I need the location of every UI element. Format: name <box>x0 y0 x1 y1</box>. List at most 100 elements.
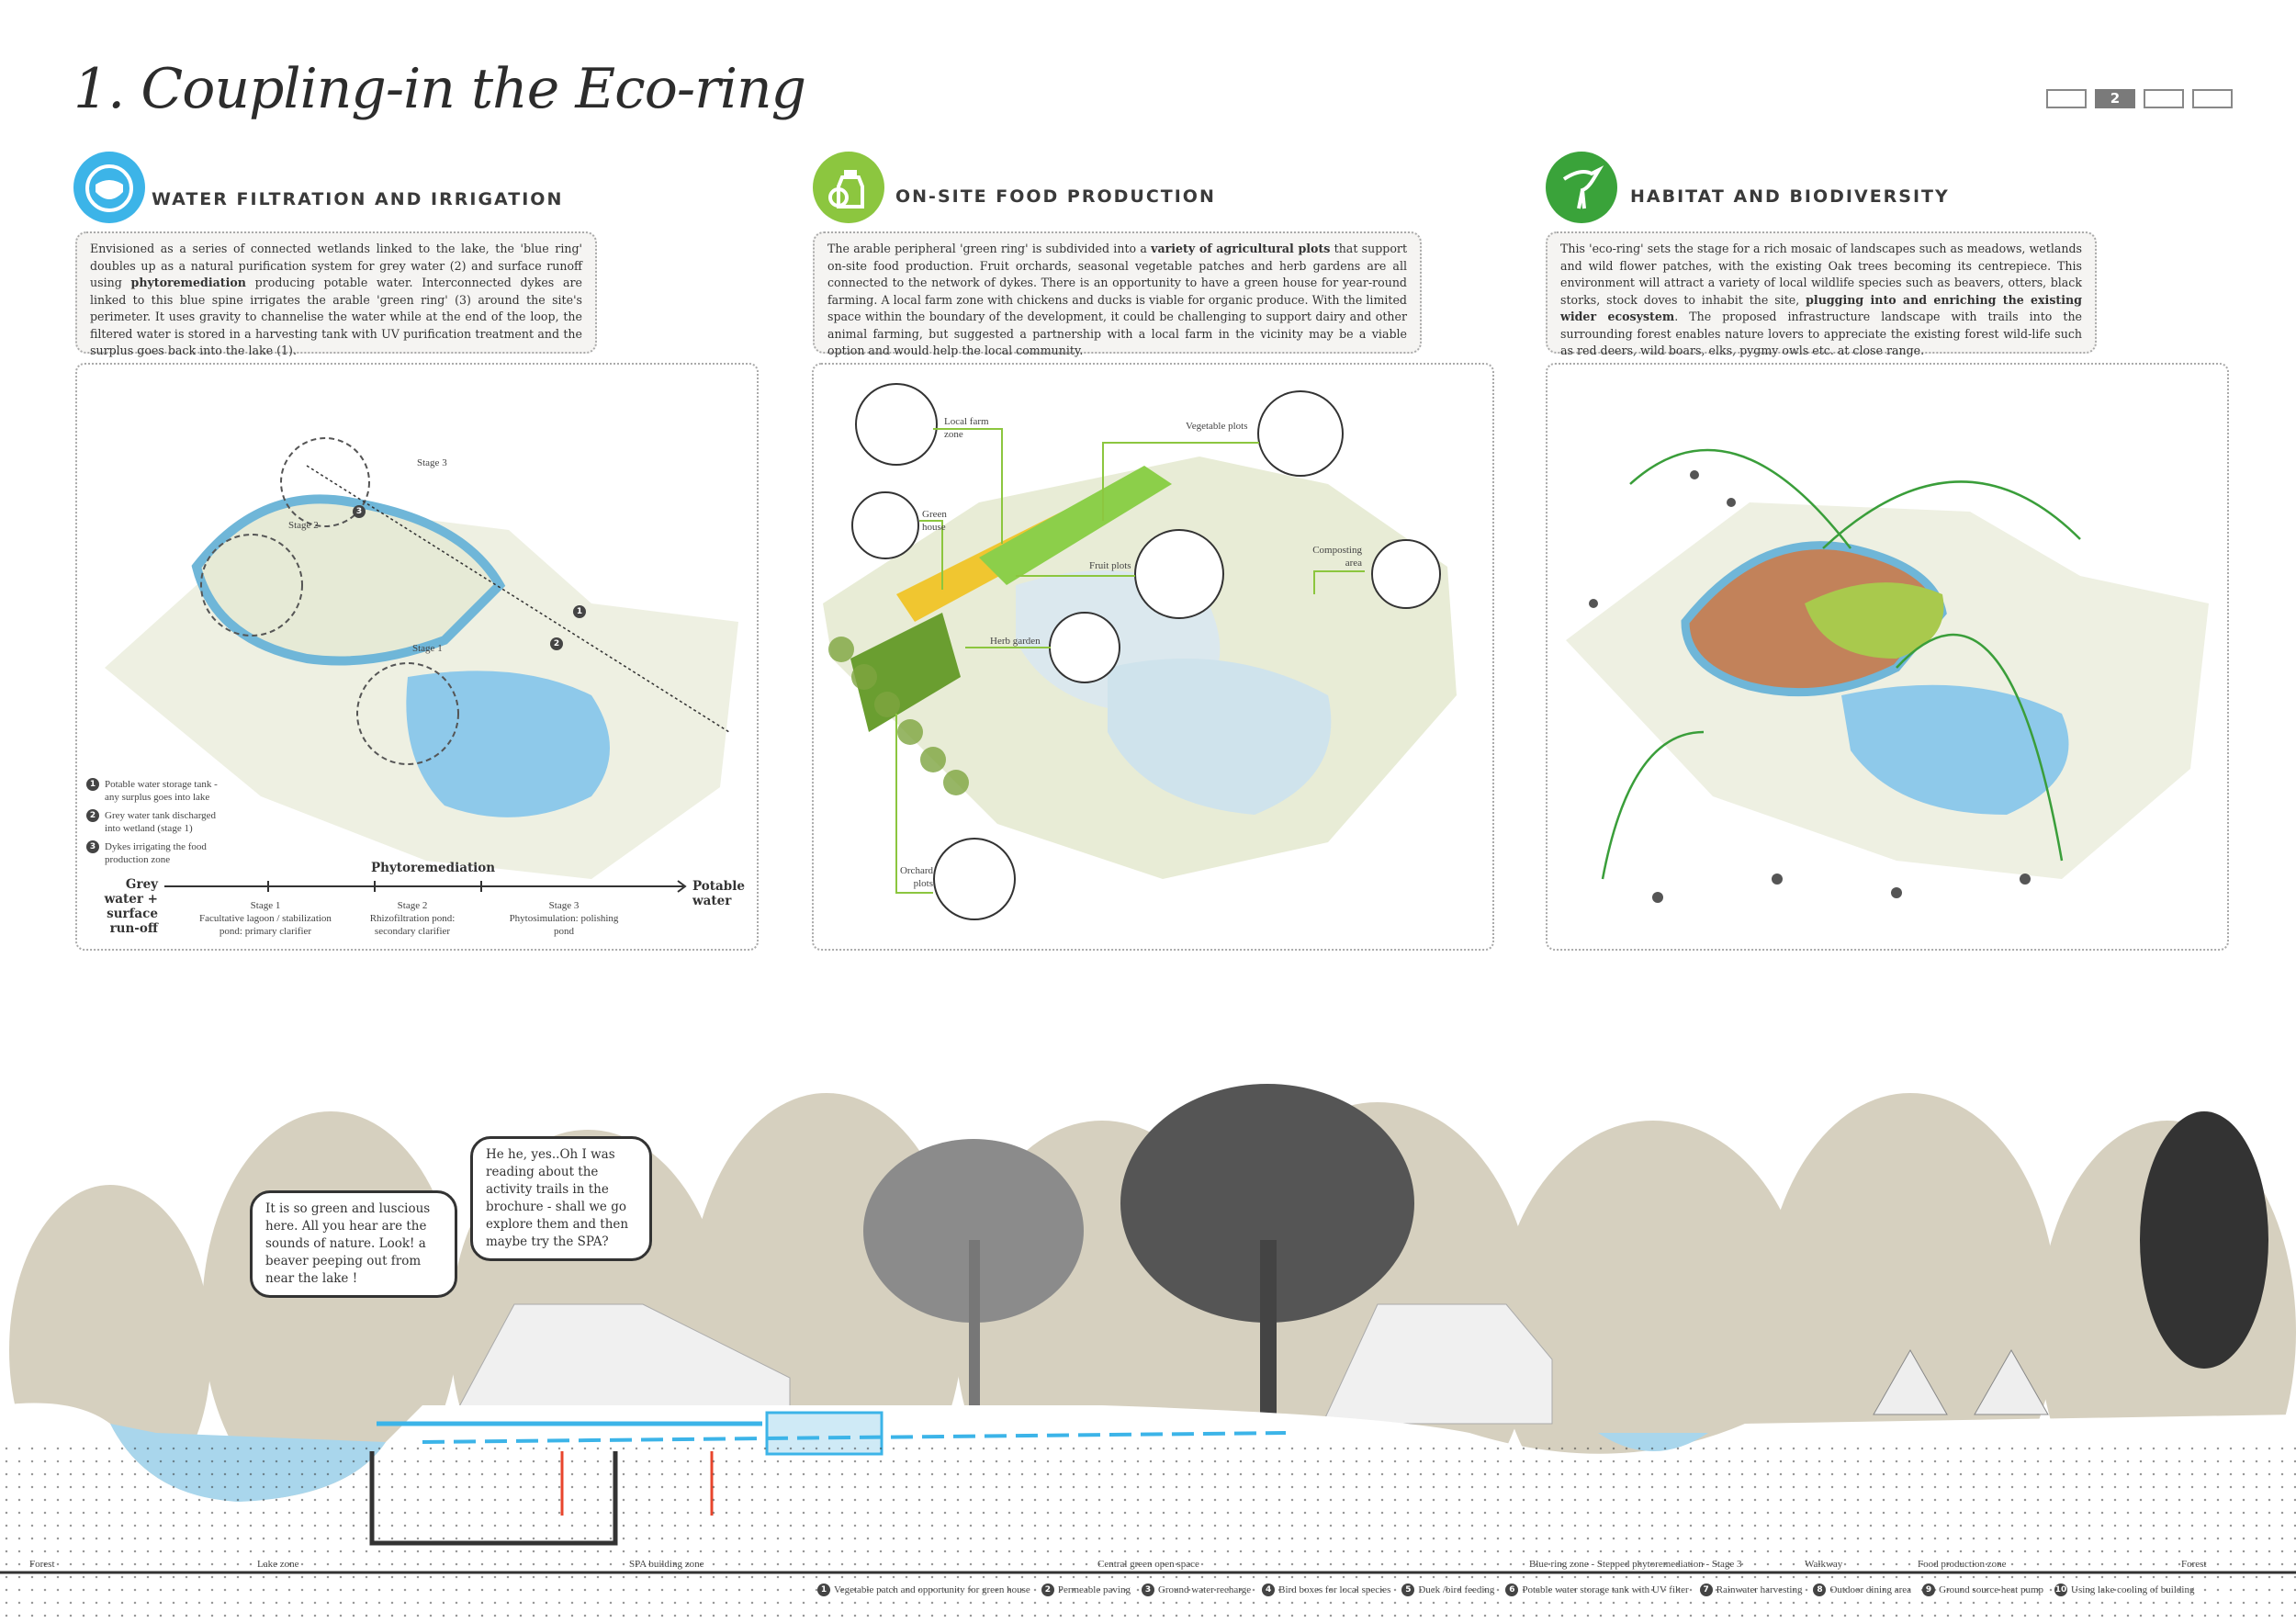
text: This 'eco-ring' sets the stage for a ric… <box>1560 242 2082 307</box>
legend-number: 1 <box>817 1584 830 1596</box>
stork-icon <box>1546 152 1617 223</box>
zone-label: Lake zone <box>257 1559 299 1570</box>
habitat-site-plan-illustration <box>1566 448 2209 903</box>
legend-number: 7 <box>1699 1584 1713 1596</box>
page-4-button[interactable] <box>2192 89 2233 108</box>
speech-bubble-1: It is so green and luscious here. All yo… <box>250 1190 457 1298</box>
legend-text: Potable water storage tank - any surplus… <box>105 779 218 803</box>
zone-label: Food production zone <box>1918 1559 2007 1570</box>
legend-number: 9 <box>1922 1584 1936 1596</box>
page-1-button[interactable] <box>2046 89 2087 108</box>
site-section-illustration <box>0 964 2296 1623</box>
legend-number: 4 <box>1262 1584 1276 1596</box>
composting-area-label: Composting area <box>1312 545 1362 569</box>
text: . The proposed infrastructure landscape … <box>1560 310 2083 357</box>
legend-number: 5 <box>1401 1584 1415 1596</box>
legend-item: 1 Potable water storage tank - any surplu… <box>86 778 233 804</box>
page-title: 1. Coupling-in the Eco-ring <box>73 57 806 121</box>
text-bold: phytoremediation <box>130 276 246 289</box>
timeline-step: Stage 3 Phytosimulation: polishing pond <box>509 899 619 938</box>
step-desc: Phytosimulation: polishing pond <box>509 913 619 937</box>
zone-label: Blue ring zone - Stepped phytoremediatio… <box>1529 1559 1742 1570</box>
food-jar-icon <box>813 152 884 223</box>
zone-label: SPA building zone <box>629 1559 704 1570</box>
legend-text: Using lake cooling of building <box>2071 1584 2195 1595</box>
legend-text: Duck /bird feeding <box>1418 1584 1495 1595</box>
fruit-plots-label: Fruit plots <box>1089 560 1131 571</box>
marker-1: 1 <box>573 605 586 618</box>
legend-text: Dykes irrigating the food production zon… <box>105 841 207 865</box>
water-description: Envisioned as a series of connected wetl… <box>75 231 597 357</box>
section-heading-food: ON-SITE FOOD PRODUCTION <box>895 186 1216 207</box>
legend-text: Permeable paving <box>1057 1584 1131 1595</box>
herb-garden-label: Herb garden <box>990 636 1041 647</box>
text-bold: variety of agricultural plots <box>1151 242 1331 255</box>
local-farm-zone-label: Local farm zone <box>944 416 989 440</box>
page-3-button[interactable] <box>2144 89 2184 108</box>
timeline-arrow <box>164 880 687 893</box>
water-legend: 1 Potable water storage tank - any surplu… <box>86 778 233 866</box>
timeline-step: Stage 1 Facultative lagoon / stabilizatio… <box>192 899 339 938</box>
zone-label: Walkway <box>1805 1559 1843 1570</box>
legend-text: Ground source heat pump <box>1939 1584 2044 1595</box>
legend-text: Outdoor dining area <box>1829 1584 1912 1595</box>
stage-1-label: Stage 1 <box>412 643 443 654</box>
legend-item: 3 Dykes irrigating the food production zo… <box>86 840 233 866</box>
marker-3: 3 <box>353 505 366 518</box>
step-stage: Stage 1 <box>250 900 281 911</box>
legend-text: Ground water recharge <box>1157 1584 1252 1595</box>
step-desc: Rhizofiltration pond: secondary clarifie… <box>369 913 456 937</box>
page-2-button[interactable]: 2 <box>2095 89 2135 108</box>
legend-number: 2 <box>1041 1584 1054 1596</box>
food-site-plan-illustration <box>823 383 1457 920</box>
text: The arable peripheral 'green ring' is su… <box>827 242 1152 255</box>
habitat-biodiversity-panel <box>1546 363 2229 951</box>
legend-text: Potable water storage tank with UV filte… <box>1522 1584 1689 1595</box>
timeline-end: Potable water <box>692 879 745 908</box>
step-desc: Facultative lagoon / stabilization pond:… <box>199 913 332 937</box>
legend-item: 2 Grey water tank discharged into wetland… <box>86 809 233 835</box>
water-site-plan-illustration <box>105 437 738 879</box>
legend-text: Rainwater harvesting <box>1716 1584 1803 1595</box>
legend-text: Grey water tank discharged into wetland … <box>105 810 217 834</box>
zone-label: Forest <box>2181 1559 2207 1570</box>
speech-bubble-2: He he, yes..Oh I was reading about the a… <box>470 1136 652 1261</box>
step-stage: Stage 3 <box>548 900 580 911</box>
section-heading-habitat: HABITAT AND BIODIVERSITY <box>1630 186 1950 207</box>
legend-number: 3 <box>86 840 99 853</box>
legend-number: 8 <box>1813 1584 1827 1596</box>
zone-label: Forest <box>29 1559 55 1570</box>
green-house-label: Green house <box>922 509 947 533</box>
step-stage: Stage 2 <box>397 900 428 911</box>
legend-number: 3 <box>1141 1584 1154 1596</box>
text: producing potable water. Interconnected … <box>90 276 582 357</box>
text-bold: plugging into and enriching the existing… <box>1560 292 2082 324</box>
text: Envisioned as a series of connected wetl… <box>90 242 582 289</box>
food-production-panel: Local farm zone Green house Vegetable pl… <box>812 363 1494 951</box>
legend-number: 6 <box>1505 1584 1519 1596</box>
timeline-title: Phytoremediation <box>371 861 496 875</box>
orchard-plots-label: Orchard plots <box>899 865 933 889</box>
stage-2-label: Stage 2 <box>288 520 319 531</box>
marker-2: 2 <box>550 637 563 650</box>
legend-text: Bird boxes for local species <box>1278 1584 1391 1595</box>
legend-number: 2 <box>86 809 99 822</box>
legend-number: 1 <box>86 778 99 791</box>
food-description: The arable peripheral 'green ring' is su… <box>813 231 1422 357</box>
vegetable-plots-label: Vegetable plots <box>1186 421 1248 432</box>
section-heading-water: WATER FILTRATION AND IRRIGATION <box>152 189 564 209</box>
water-cycle-icon <box>73 152 145 223</box>
zone-label: Central green open space <box>1097 1559 1199 1570</box>
timeline-start: Grey water + surface run-off <box>104 877 158 936</box>
